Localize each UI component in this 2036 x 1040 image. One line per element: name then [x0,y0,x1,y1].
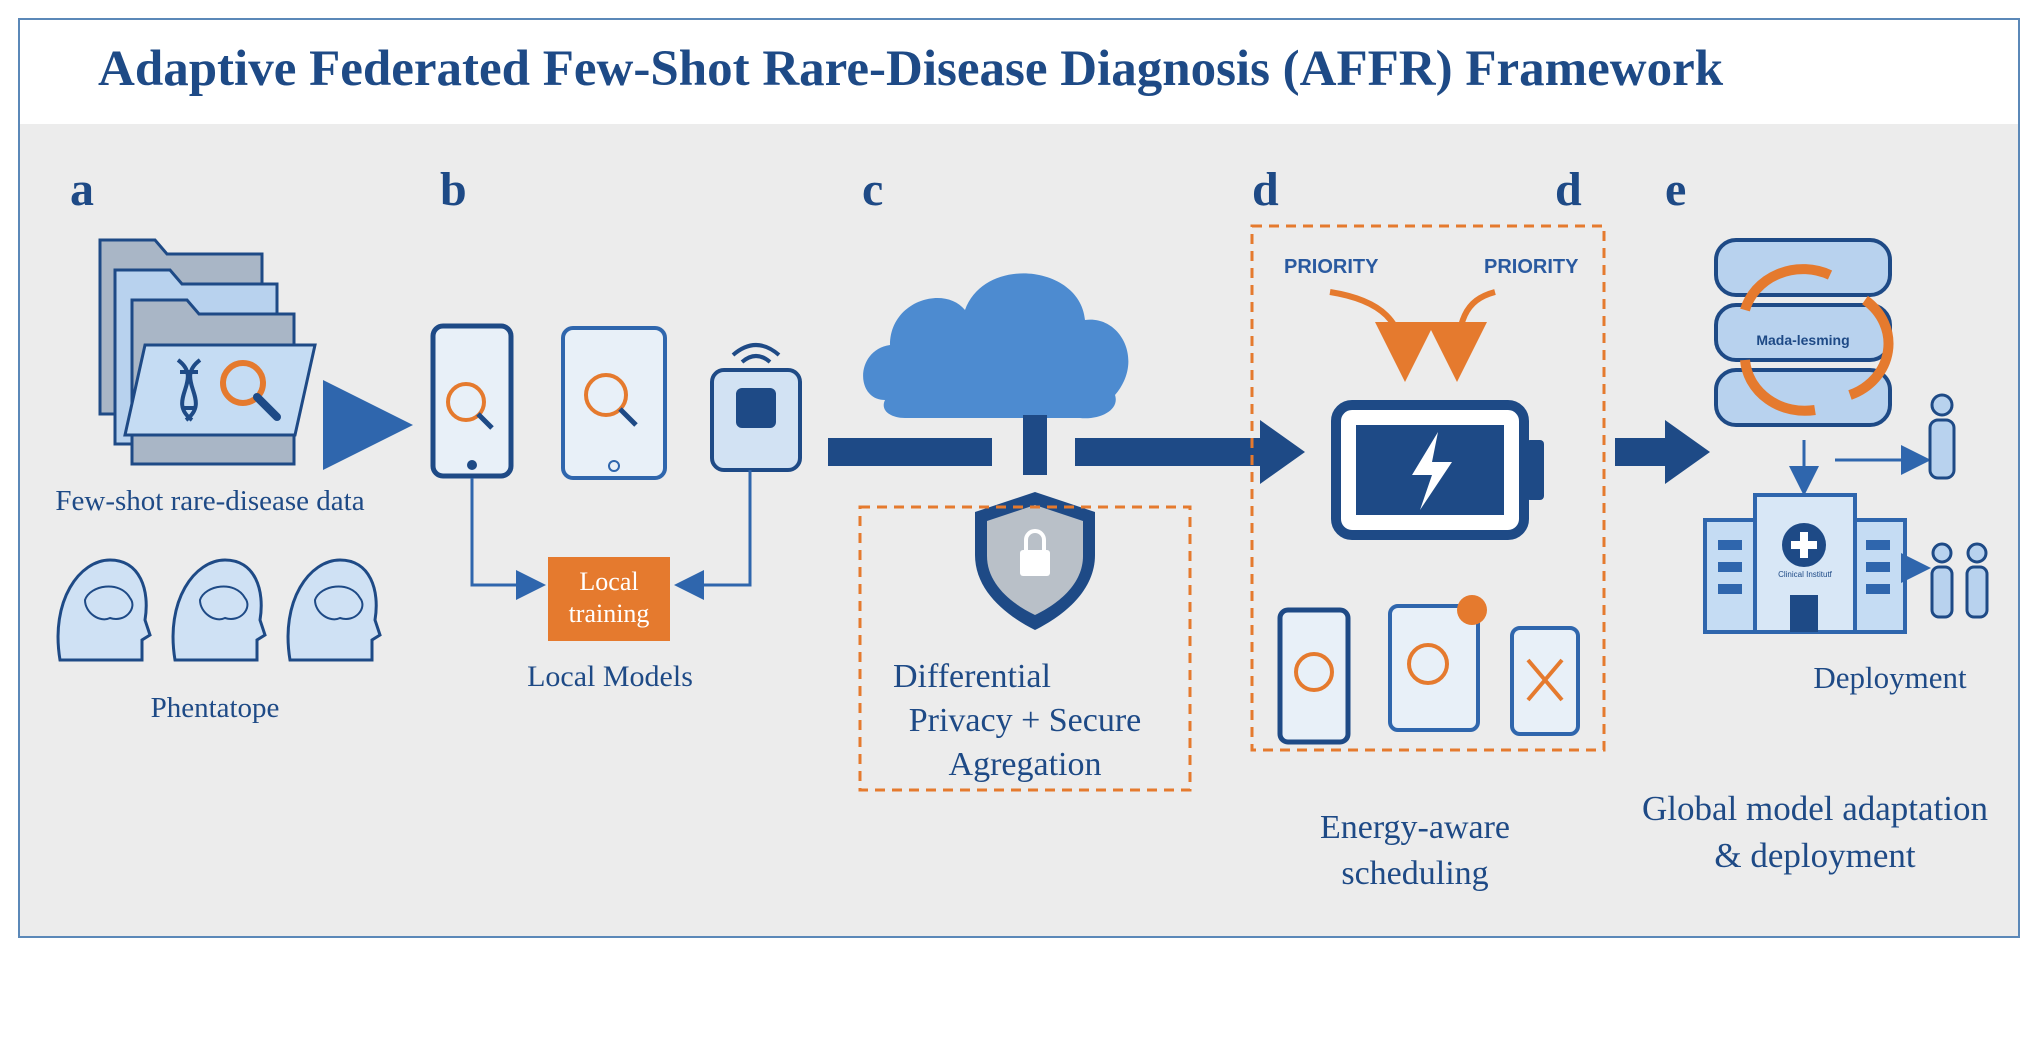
deployment-label: Deployment [1813,660,1967,695]
privacy-caption-line2: Privacy + Secure [908,702,1142,739]
meta-learning-cycle-icon [1740,264,1894,416]
scheduling-box [1250,224,1606,752]
phenotype-label: Phentatope [150,692,280,724]
scheduled-tablet-icon [1388,595,1487,732]
local-training-line2: training [568,599,650,628]
arrow-d-to-e [1665,420,1710,484]
local-training-box [548,557,670,641]
figure-frame [18,18,2020,938]
battery-icon [1331,400,1544,540]
shield-lock-icon [975,492,1095,630]
privacy-caption: Differential Privacy + Secure Agregation [865,655,1185,787]
deployment-caption-line1: Global model adaptation [1641,789,1989,828]
rare-disease-data-label: Few-shot rare-disease data [55,485,365,517]
local-training-line1: Local [579,567,639,596]
deployment-caption: Global model adaptation & deployment [1615,785,2015,879]
arrow-c-to-d [1260,420,1305,484]
scheduling-caption: Energy-aware scheduling [1265,805,1565,897]
panel-letter-d-right: d [1555,163,1582,216]
smartphone-icon [430,323,514,479]
brain-head-icon [56,558,382,662]
priority-arrow-left [1329,289,1435,382]
figure-title: Adaptive Federated Few-Shot Rare-Disease… [98,41,1724,97]
cloud-icon [863,273,1129,419]
hospital-icon [1703,493,1907,634]
priority-label-left: PRIORITY [1284,256,1379,278]
database-icon [1714,238,1892,427]
scheduled-phone-icon [1277,607,1351,745]
brain-icon [83,585,364,621]
arrow-wearable-to-training [674,470,752,600]
panel-letter-c: c [862,163,884,216]
disabled-device-icon [1510,626,1580,736]
privacy-caption-line3: Agregation [948,746,1102,783]
dna-icon [176,358,202,422]
priority-arrow-right [1427,289,1496,382]
arrow-phone-to-training [470,478,546,600]
meta-learning-label: Mada-lesming [1756,332,1850,348]
panel-letter-e: e [1665,163,1687,216]
hospital-label: Clinical Institutf [1778,570,1832,579]
scheduling-caption-line1: Energy-aware [1319,809,1511,846]
person-icon [1928,393,1956,480]
scheduling-caption-line2: scheduling [1341,855,1489,892]
local-training-label: Local training [548,566,670,630]
deployment-caption-line2: & deployment [1714,836,1916,875]
privacy-caption-line1: Differential [893,658,1051,695]
local-models-caption: Local Models [527,660,693,693]
patients-icon [1930,542,1989,619]
title-band [20,20,2018,124]
panel-letter-d-left: d [1252,163,1279,216]
panel-letter-b: b [440,163,467,216]
magnifier-icon [220,360,281,421]
folder-stack-icon [98,238,317,466]
priority-label-right: PRIORITY [1484,256,1579,278]
wearable-device-icon [710,343,802,472]
panel-letter-a: a [70,163,94,216]
tablet-icon [561,326,667,480]
